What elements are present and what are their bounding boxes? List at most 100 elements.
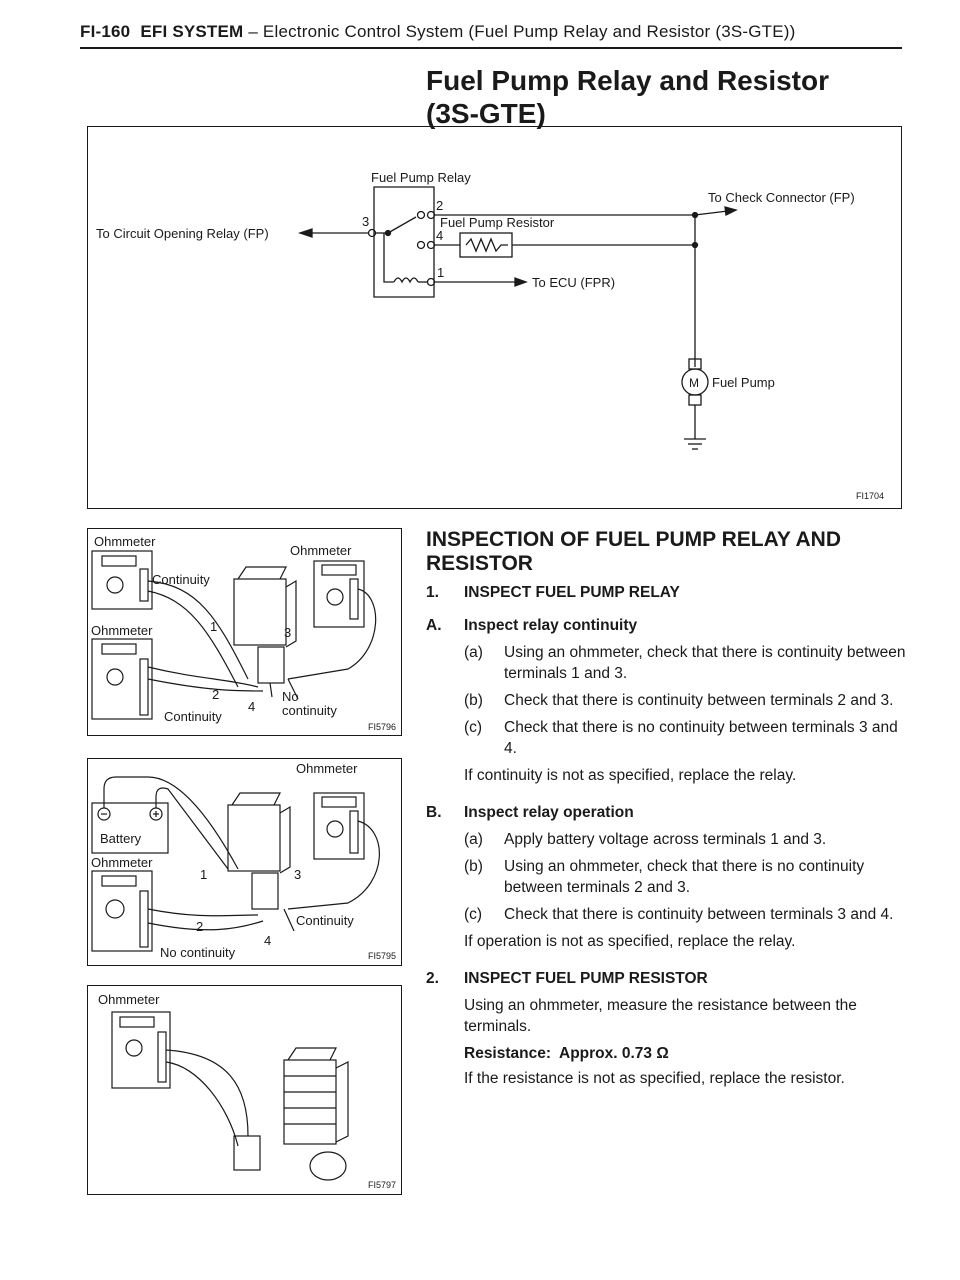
label-fuel-pump: Fuel Pump — [712, 375, 775, 390]
label-ohmmeter-left: Ohmmeter — [91, 855, 153, 870]
step-2-number: 2. — [426, 970, 439, 987]
terminal-3-node — [367, 228, 377, 238]
fig3-figure-code: FI5797 — [368, 1180, 396, 1190]
step-a-letter: A. — [426, 617, 442, 634]
step-2-title: INSPECT FUEL PUMP RESISTOR — [464, 970, 708, 987]
section-title: INSPECTION OF FUEL PUMP RELAY AND RESIST… — [426, 528, 842, 575]
label-circuit-opening-relay: To Circuit Opening Relay (FP) — [96, 226, 269, 241]
step-b-item: (b)Using an ohmmeter, check that there i… — [464, 858, 865, 896]
label-ohmmeter-top-left: Ohmmeter — [94, 534, 156, 549]
fig1-terminal-1: 1 — [210, 619, 217, 634]
page-number: FI-160 — [80, 22, 131, 41]
label-fuel-pump-relay: Fuel Pump Relay — [371, 170, 471, 185]
fig1-figure-code: FI5796 — [368, 722, 396, 732]
battery-lead-pos — [155, 787, 229, 870]
fig2-terminal-4: 4 — [264, 933, 271, 948]
terminal-2-node — [426, 210, 436, 220]
label-battery: Battery — [100, 831, 142, 846]
step-b-item: (a)Apply battery voltage across terminal… — [464, 831, 827, 848]
terminal-1-node — [426, 277, 436, 287]
label-no-continuity: No continuity — [160, 945, 236, 960]
label-check-connector: To Check Connector (FP) — [708, 190, 855, 205]
step-b-heading: B. Inspect relay operation — [426, 802, 906, 823]
ohmmeter-right — [313, 792, 365, 860]
ohmmeter-mid-left — [91, 638, 153, 720]
step-2-text: Using an ohmmeter, measure the resistanc… — [464, 997, 857, 1035]
step-b-title: Inspect relay operation — [464, 804, 634, 821]
resistor-lead-2 — [165, 1061, 239, 1147]
step-b-letter: B. — [426, 804, 442, 821]
label-ohmmeter-right: Ohmmeter — [296, 761, 358, 776]
arrow-right-icon — [724, 206, 738, 216]
label-motor: M — [689, 376, 699, 390]
step-a-item: (a)Using an ohmmeter, check that there i… — [464, 644, 906, 682]
page-title: Fuel Pump Relay and Resistor (3S-GTE) — [426, 64, 829, 130]
figure-relay-operation: Ohmmeter Battery Ohmmeter Continuity No … — [87, 758, 402, 966]
fig2-terminal-2: 2 — [196, 919, 203, 934]
page-header: FI-160 EFI SYSTEM – Electronic Control Sy… — [80, 22, 796, 42]
fig2-figure-code: FI5795 — [368, 951, 396, 961]
battery-lead-neg — [103, 776, 239, 870]
label-continuity-bottom: Continuity — [164, 709, 222, 724]
label-continuity: Continuity — [296, 913, 354, 928]
label-ecu: To ECU (FPR) — [532, 275, 615, 290]
ohmmeter-left — [91, 870, 153, 952]
relay-sketch — [233, 578, 287, 646]
step-b-note: If operation is not as specified, replac… — [464, 933, 796, 950]
step-1-title: INSPECT FUEL PUMP RELAY — [464, 584, 680, 601]
fig1-terminal-3: 3 — [284, 625, 291, 640]
relay-switch-arm — [387, 216, 417, 234]
step-2-heading: 2. INSPECT FUEL PUMP RESISTOR — [426, 968, 906, 989]
step-1-heading: 1. INSPECT FUEL PUMP RELAY — [426, 582, 906, 603]
section-name: EFI SYSTEM — [140, 22, 244, 41]
figure-resistor: Ohmmeter FI5797 — [87, 985, 402, 1195]
resistance-spec: Resistance: Approx. 0.73 Ω — [464, 1043, 906, 1064]
step-a-item: (b)Check that there is continuity betwee… — [464, 692, 894, 709]
step-1-number: 1. — [426, 584, 439, 601]
step-a-title: Inspect relay continuity — [464, 617, 638, 634]
step-a-note: If continuity is not as specified, repla… — [464, 767, 797, 784]
arrow-left-icon — [297, 228, 313, 238]
spec-label: Resistance: — [464, 1045, 552, 1062]
terminal-4-node — [426, 240, 436, 250]
terminal-1-label: 1 — [437, 265, 444, 280]
relay-box — [373, 186, 435, 298]
label-no: No — [282, 689, 299, 704]
header-subtitle: – Electronic Control System (Fuel Pump R… — [243, 22, 796, 41]
header-rule — [80, 47, 902, 49]
terminal-4-label: 4 — [436, 228, 443, 243]
label-continuity-top: Continuity — [152, 572, 210, 587]
step-b-item: (c)Check that there is continuity betwee… — [464, 906, 894, 923]
terminal-3-label: 3 — [362, 214, 369, 229]
label-ohmmeter-mid-left: Ohmmeter — [91, 623, 153, 638]
label-ohmmeter: Ohmmeter — [98, 992, 160, 1007]
resistor-lead-1 — [165, 1049, 249, 1137]
fig2-terminal-3: 3 — [294, 867, 301, 882]
step-a-item: (c)Check that there is no continuity bet… — [464, 719, 898, 757]
fig1-terminal-2: 2 — [212, 687, 219, 702]
label-ohmmeter-top-right: Ohmmeter — [290, 543, 352, 558]
step-2-note: If the resistance is not as specified, r… — [464, 1070, 845, 1087]
page-title-line-1: Fuel Pump Relay and Resistor — [426, 65, 829, 96]
terminal-2-label: 2 — [436, 198, 443, 213]
spec-value: Approx. 0.73 Ω — [559, 1045, 669, 1062]
figure-relay-continuity: Ohmmeter Ohmmeter Ohmmeter Continuity Co… — [87, 528, 402, 736]
relay-coil — [393, 277, 419, 284]
wiring-diagram-svg: Fuel Pump Relay To Check Connector (FP) … — [96, 170, 884, 501]
label-fuel-pump-resistor: Fuel Pump Resistor — [440, 215, 555, 230]
ohmmeter-top-left — [91, 550, 153, 610]
wiring-diagram: Fuel Pump Relay To Check Connector (FP) … — [87, 126, 902, 509]
step-a-heading: A. Inspect relay continuity — [426, 615, 906, 636]
label-no-continuity: continuity — [282, 703, 337, 718]
figure-code: FI1704 — [856, 491, 884, 501]
ohmmeter-top-right — [313, 560, 365, 628]
resistor-body — [283, 1059, 337, 1145]
page-title-line-2: (3S-GTE) — [426, 98, 546, 129]
resistor-connector — [233, 1135, 261, 1171]
fig1-terminal-4: 4 — [248, 699, 255, 714]
inspection-content: 1. INSPECT FUEL PUMP RELAY A. Inspect rela… — [426, 582, 906, 1095]
ohmmeter — [111, 1011, 171, 1089]
arrow-ecu-icon — [514, 277, 528, 287]
battery-box — [91, 802, 169, 854]
resistor-zigzag — [465, 237, 508, 253]
